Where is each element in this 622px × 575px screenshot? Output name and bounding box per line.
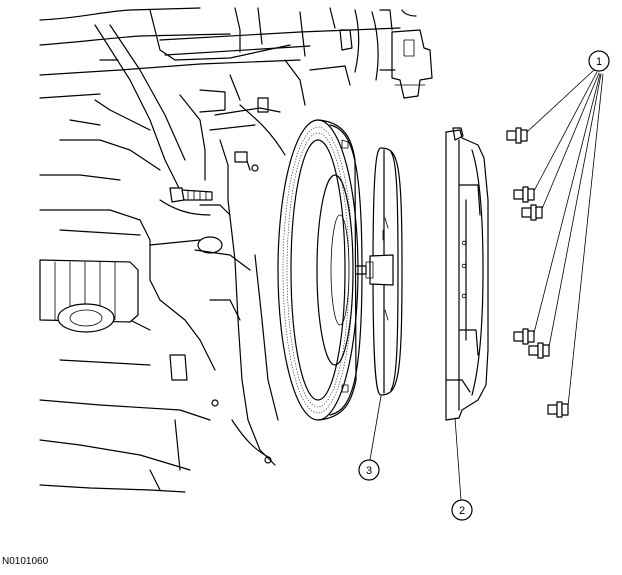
callout-2-label: 2 bbox=[459, 505, 465, 517]
cover-plate bbox=[445, 127, 489, 421]
flywheel-disc bbox=[365, 147, 403, 396]
leader-lines bbox=[369, 69, 604, 501]
callout-3: 3 bbox=[358, 459, 380, 481]
engine-block bbox=[39, 7, 433, 493]
bolts bbox=[506, 127, 569, 418]
callout-3-label: 3 bbox=[366, 465, 372, 477]
callout-2: 2 bbox=[451, 499, 473, 521]
callout-1: 1 bbox=[588, 50, 610, 72]
callout-1-label: 1 bbox=[596, 56, 602, 68]
figure-id: N0101060 bbox=[2, 556, 49, 567]
flywheel-ring-gear bbox=[277, 119, 367, 421]
